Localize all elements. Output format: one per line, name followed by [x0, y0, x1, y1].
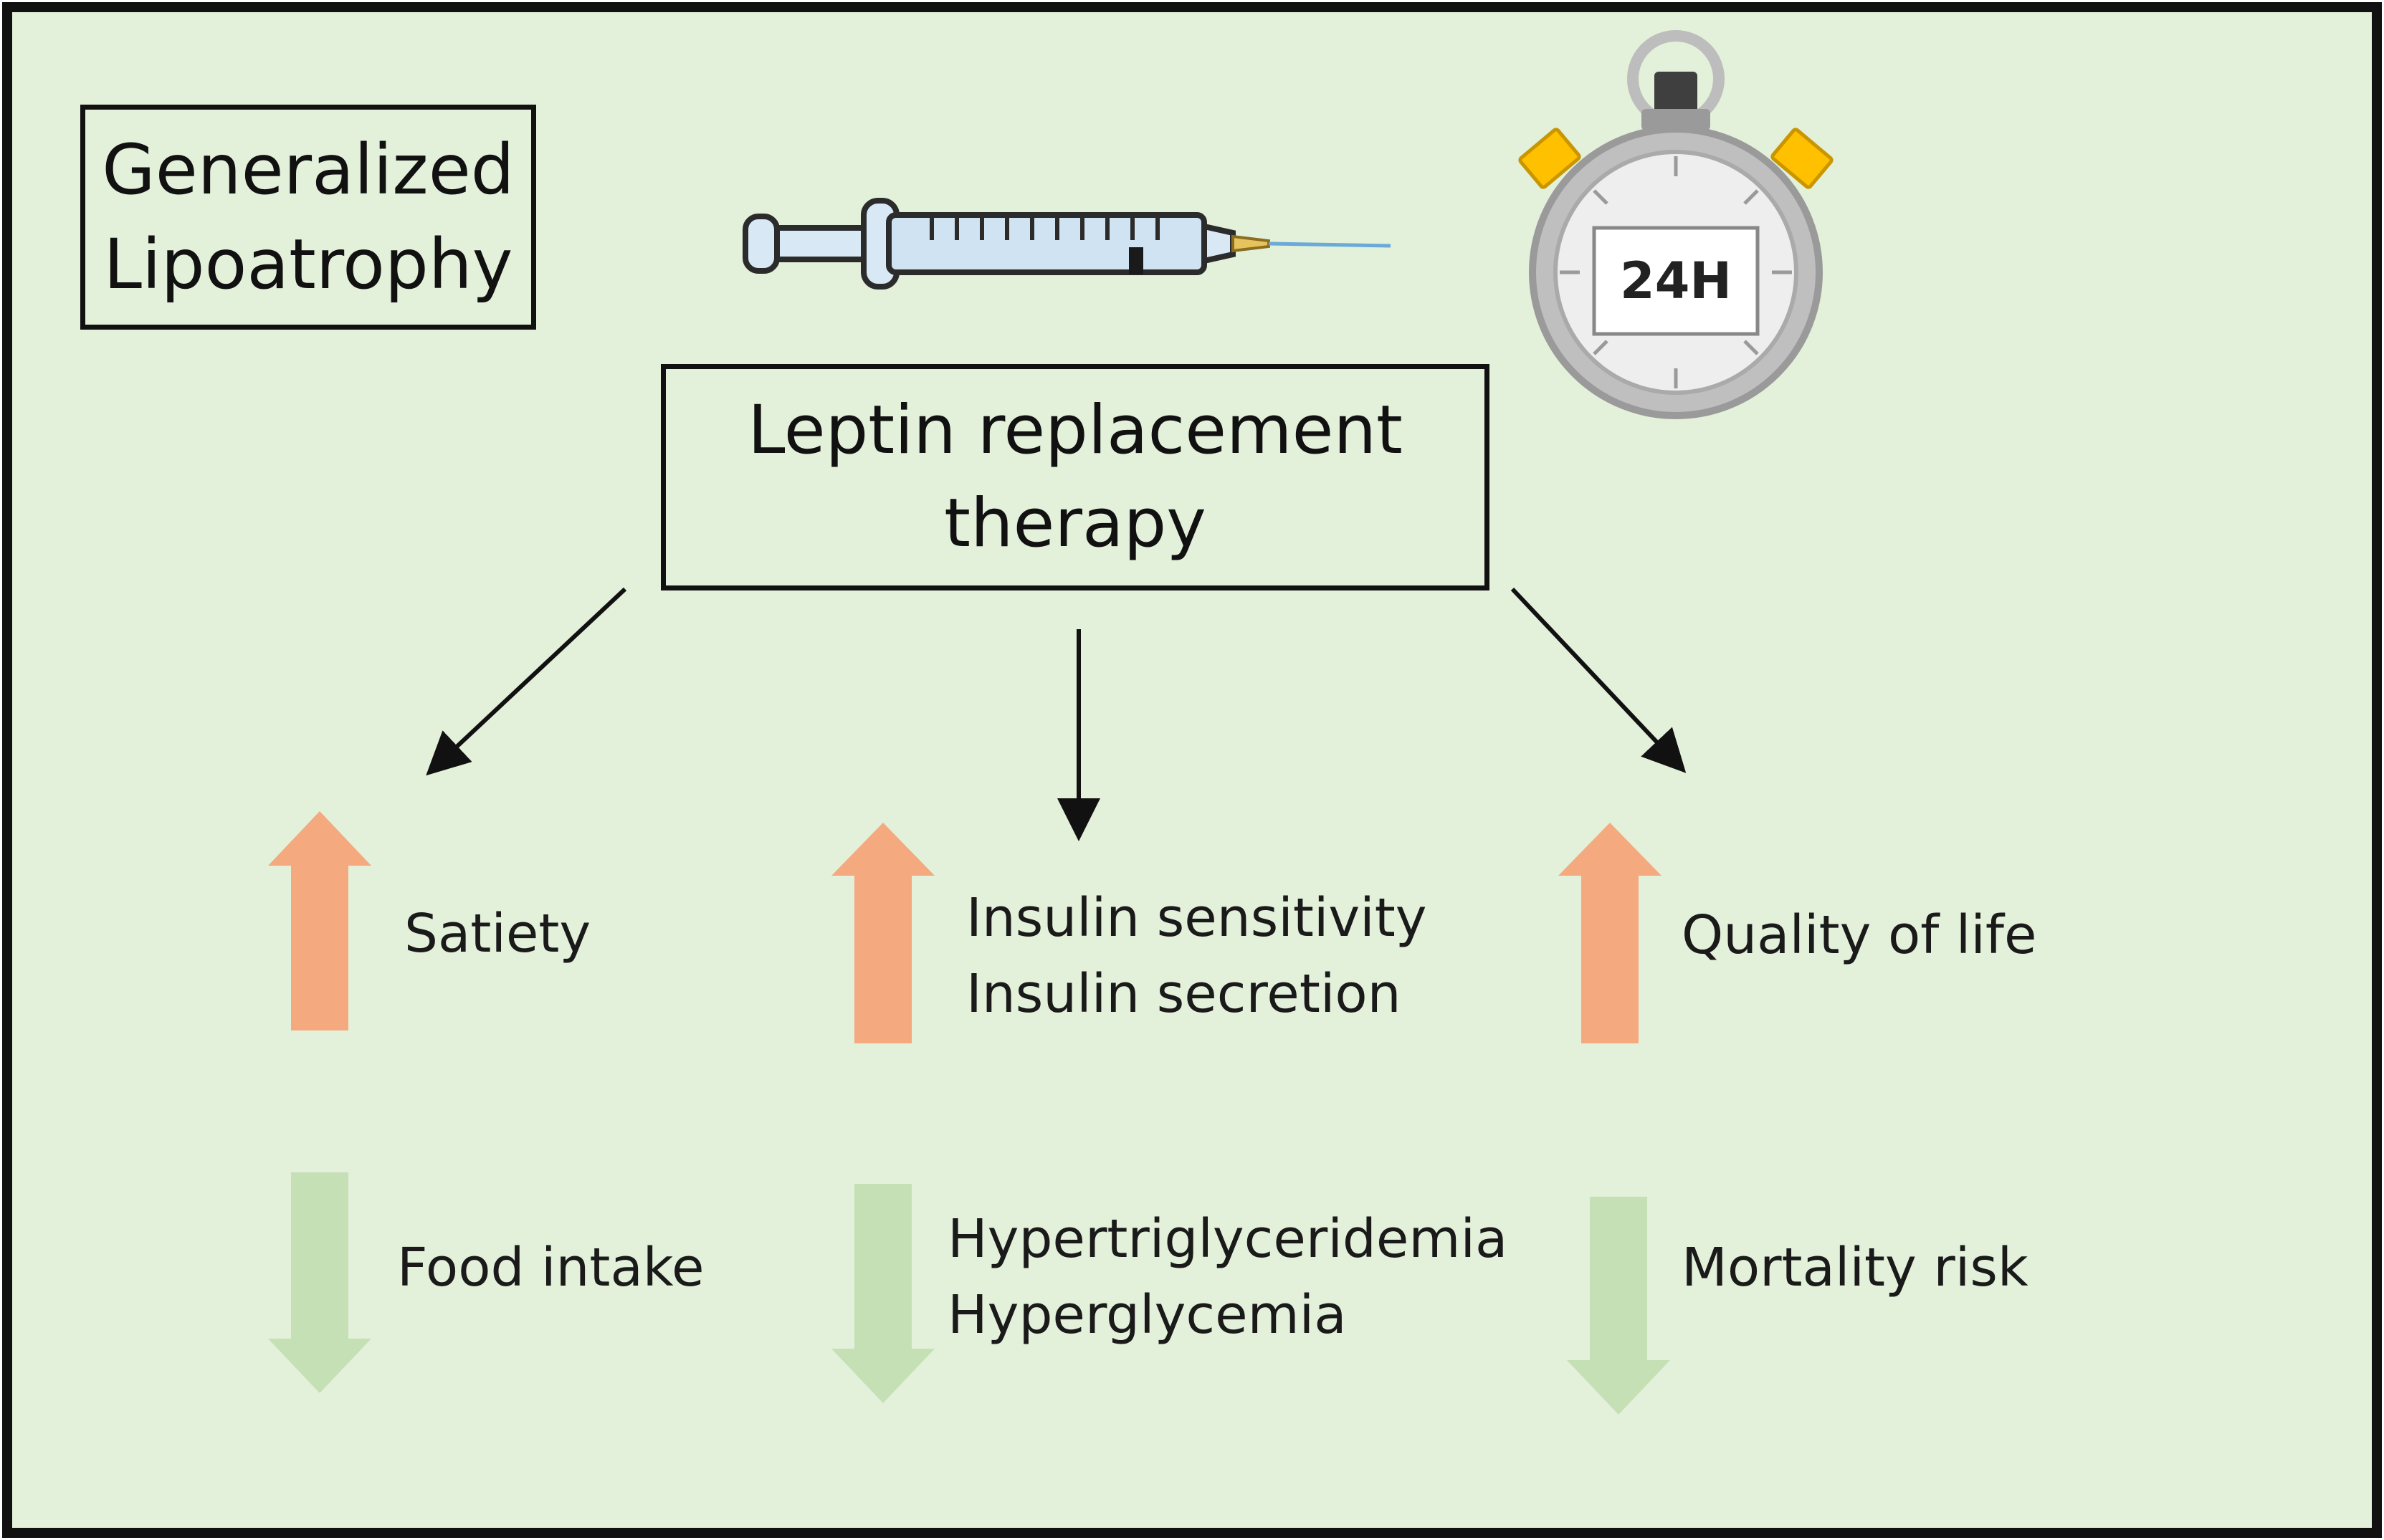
effect-food-intake: Food intake: [397, 1237, 705, 1299]
condition-box: Generalized Lipoatrophy: [80, 105, 536, 330]
effect-insulin-secretion: Insulin secretion: [966, 963, 1401, 1025]
therapy-line1: Leptin replacement: [748, 391, 1403, 470]
arrow-to-satiety: [426, 587, 627, 776]
decrease-arrow-lipids-glucose: [831, 1184, 935, 1403]
decrease-arrow-mortality: [1567, 1197, 1670, 1415]
decrease-arrow-food-intake: [268, 1172, 371, 1393]
effect-hyperglycemia: Hyperglycemia: [948, 1284, 1347, 1346]
arrow-to-quality: [1510, 587, 1687, 773]
increase-arrow-insulin: [831, 823, 935, 1043]
condition-line2: Lipoatrophy: [103, 224, 513, 305]
therapy-line2: therapy: [944, 484, 1206, 563]
effect-satiety: Satiety: [404, 903, 591, 965]
increase-arrow-satiety: [268, 811, 371, 1030]
effect-quality-of-life: Quality of life: [1682, 904, 2037, 966]
increase-arrow-quality: [1558, 823, 1661, 1043]
therapy-box: Leptin replacement therapy: [661, 364, 1489, 590]
timer-label: 24H: [1620, 252, 1732, 310]
effect-mortality-risk: Mortality risk: [1682, 1237, 2028, 1299]
condition-line1: Generalized: [102, 129, 515, 210]
syringe-icon: [743, 198, 1391, 290]
effect-insulin-sensitivity: Insulin sensitivity: [966, 887, 1427, 949]
stopwatch-icon: [1518, 30, 1834, 419]
effect-hypertriglyceridemia: Hypertriglyceridemia: [948, 1208, 1508, 1270]
